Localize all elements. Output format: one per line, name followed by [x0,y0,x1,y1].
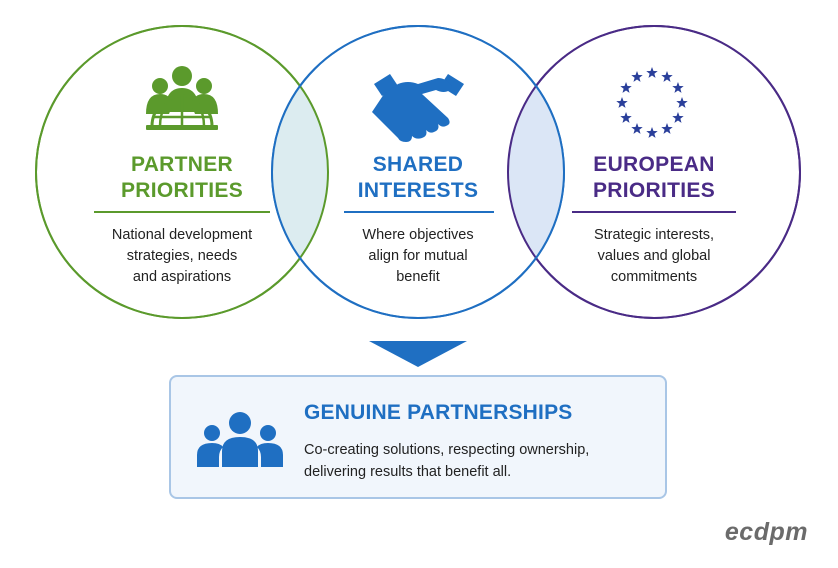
people-globe-icon [146,66,218,130]
eu-star [631,122,643,134]
handshake-icon [372,74,464,142]
european-desc: Strategic interests, values and global c… [593,227,715,285]
european-divider [572,211,736,213]
down-arrow [369,341,467,367]
eu-star [672,112,684,123]
eu-star [676,97,688,108]
eu-star [661,71,673,82]
ecdpm-logo: ecdpm [724,518,808,546]
result-title: GENUINE PARTNERSHIPS [304,401,573,424]
eu-star [631,71,643,82]
shared-divider [344,211,494,213]
european-title: EUROPEAN PRIORITIES [592,153,716,202]
eu-star [620,112,632,123]
partner-title: PARTNER PRIORITIES [120,153,244,202]
eu-star [620,82,632,93]
partner-divider [94,211,270,213]
shared-desc: Where objectives align for mutual benefi… [362,227,474,285]
eu-star [661,122,673,134]
result-desc: Co-creating solutions, respecting owners… [304,442,590,480]
group-people-icon [197,412,283,467]
eu-star [672,82,684,93]
eu-stars-icon [616,67,688,138]
eu-star [646,127,658,138]
eu-star [616,97,628,108]
eu-star [646,67,658,78]
shared-title: SHARED INTERESTS [357,153,479,202]
partner-desc: National development strategies, needs a… [111,227,253,285]
genuine-partnerships-box: GENUINE PARTNERSHIPS Co-creating solutio… [169,375,667,499]
